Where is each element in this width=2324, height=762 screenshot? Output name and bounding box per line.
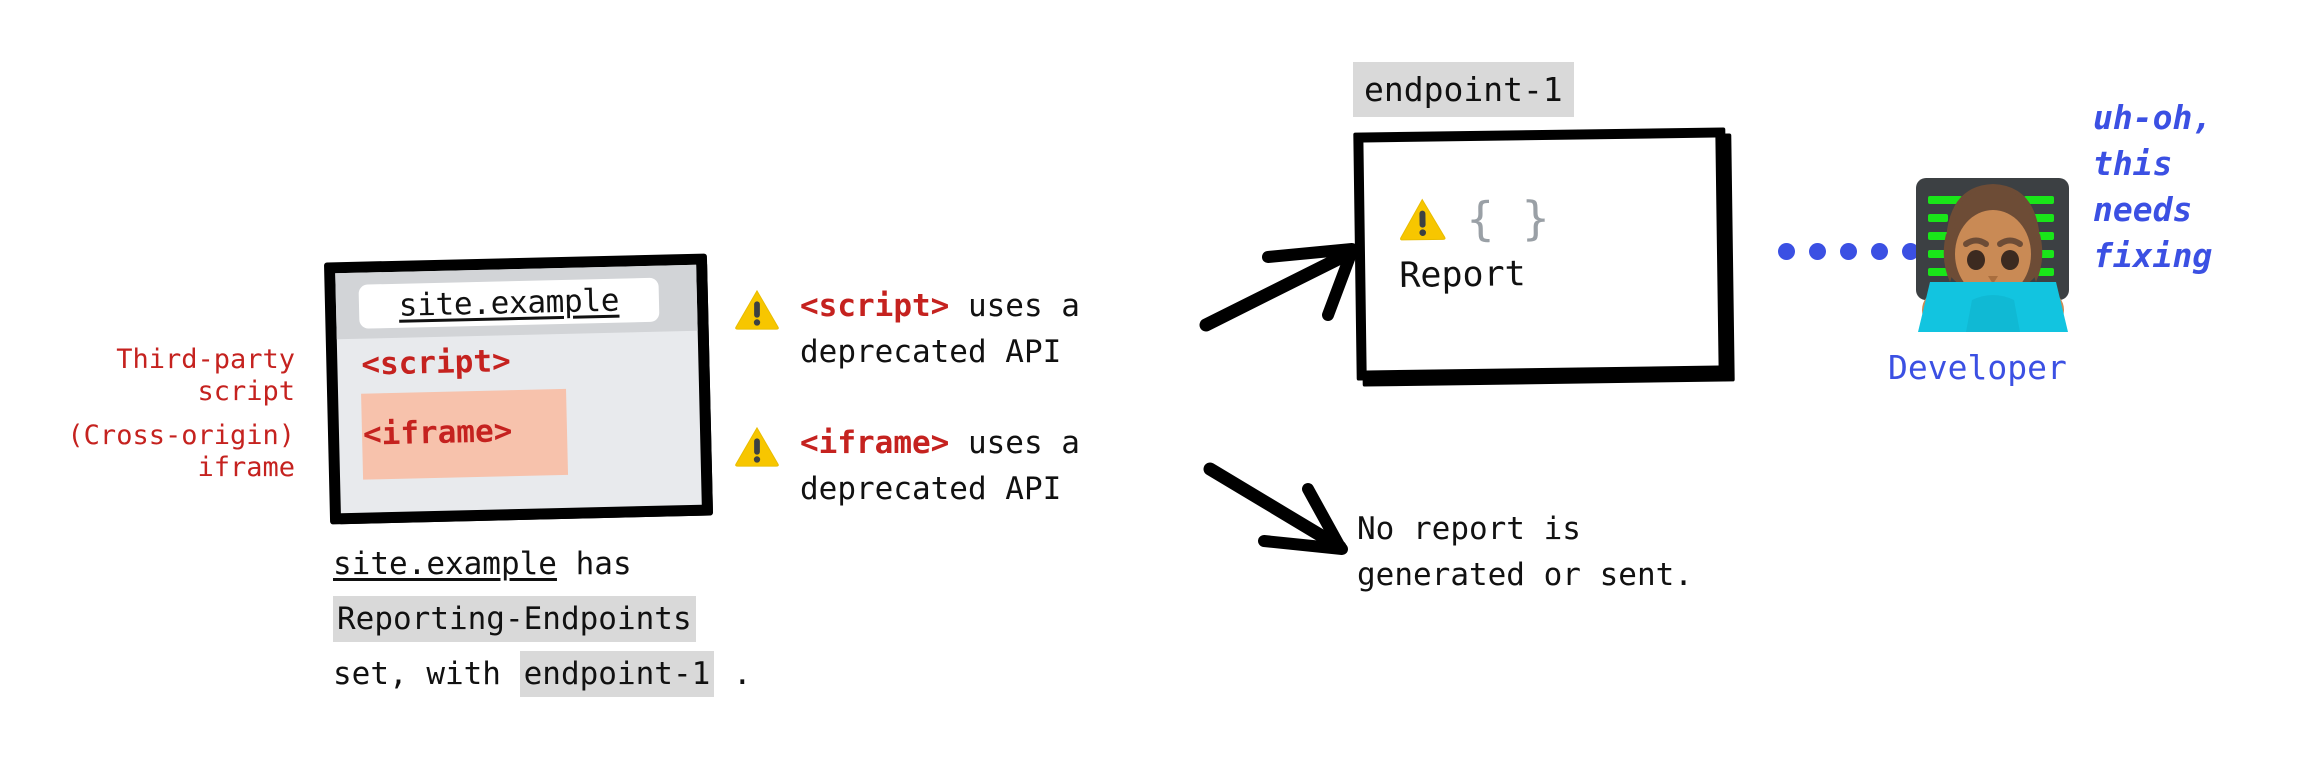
connector-dot	[1778, 243, 1795, 260]
json-braces-icon: { }	[1466, 190, 1550, 247]
caption-header-chip: Reporting-Endpoints	[333, 596, 696, 642]
developer-label: Developer	[1888, 348, 2067, 387]
iframe-tag-text: <iframe>	[362, 413, 513, 453]
browser-page-body: <script> <iframe>	[337, 331, 702, 513]
report-card: { } Report	[1353, 127, 1745, 387]
connector-dot	[1871, 243, 1888, 260]
arrow-to-no-report	[1203, 462, 1348, 555]
warning-text-script: <script> uses a deprecated API	[800, 283, 1080, 375]
report-card-content: { } Report	[1398, 190, 1551, 296]
caption-line3-post: .	[714, 656, 752, 692]
warning-triangle-icon	[735, 289, 779, 330]
warning-script-line2: deprecated API	[800, 334, 1062, 370]
woman-technologist-emoji	[1916, 178, 2069, 332]
address-bar-url: site.example	[398, 282, 620, 324]
caption-endpoint-chip: endpoint-1	[519, 651, 715, 697]
connector-dot	[1902, 243, 1919, 260]
caption-line-1: site.example has	[333, 537, 752, 592]
caption-site-link: site.example	[333, 546, 557, 582]
warning-text-iframe: <iframe> uses a deprecated API	[800, 420, 1080, 512]
browser-frame: site.example <script> <iframe>	[323, 253, 714, 525]
endpoint-label-chip: endpoint-1	[1353, 62, 1574, 117]
warning-iframe-tag: <iframe>	[800, 425, 950, 461]
warning-row-iframe: <iframe> uses a deprecated API	[734, 420, 1080, 512]
browser-caption: site.example has Reporting-Endpoints set…	[333, 537, 752, 702]
address-bar[interactable]: site.example	[358, 277, 660, 329]
warning-triangle-icon	[1400, 198, 1446, 241]
caption-line-3: set, with endpoint-1 .	[333, 647, 752, 702]
report-icon-row: { }	[1398, 190, 1550, 247]
no-report-line-1: No report is	[1357, 511, 1581, 547]
report-title: Report	[1399, 254, 1526, 296]
script-tag-text: <script>	[360, 343, 512, 383]
browser-chrome-bar: site.example	[335, 264, 698, 340]
no-report-text: No report is generated or sent.	[1357, 506, 1693, 598]
warning-script-rest: uses a	[949, 288, 1080, 324]
caption-line1-rest: has	[556, 546, 632, 582]
connector-dot	[1840, 243, 1857, 260]
caption-line3-pre: set, with	[333, 656, 520, 692]
warning-triangle-icon	[735, 426, 779, 467]
warning-script-tag: <script>	[800, 288, 950, 324]
connector-dot	[1809, 243, 1826, 260]
warning-iframe-line2: deprecated API	[800, 471, 1062, 507]
report-card-frame: { } Report	[1353, 127, 1729, 381]
arrow-to-report	[1199, 243, 1358, 332]
developer-speech: uh-oh, this needs fixing	[2093, 98, 2213, 275]
warning-iframe-rest: uses a	[949, 425, 1080, 461]
warning-row-script: <script> uses a deprecated API	[734, 283, 1080, 375]
no-report-line-2: generated or sent.	[1357, 557, 1693, 593]
browser-window: site.example <script> <iframe>	[323, 253, 714, 525]
annotation-cross-origin-iframe: (Cross-origin) iframe	[67, 420, 295, 483]
annotation-third-party-script: Third-party script	[116, 344, 295, 407]
caption-line-2: Reporting-Endpoints	[333, 592, 752, 647]
